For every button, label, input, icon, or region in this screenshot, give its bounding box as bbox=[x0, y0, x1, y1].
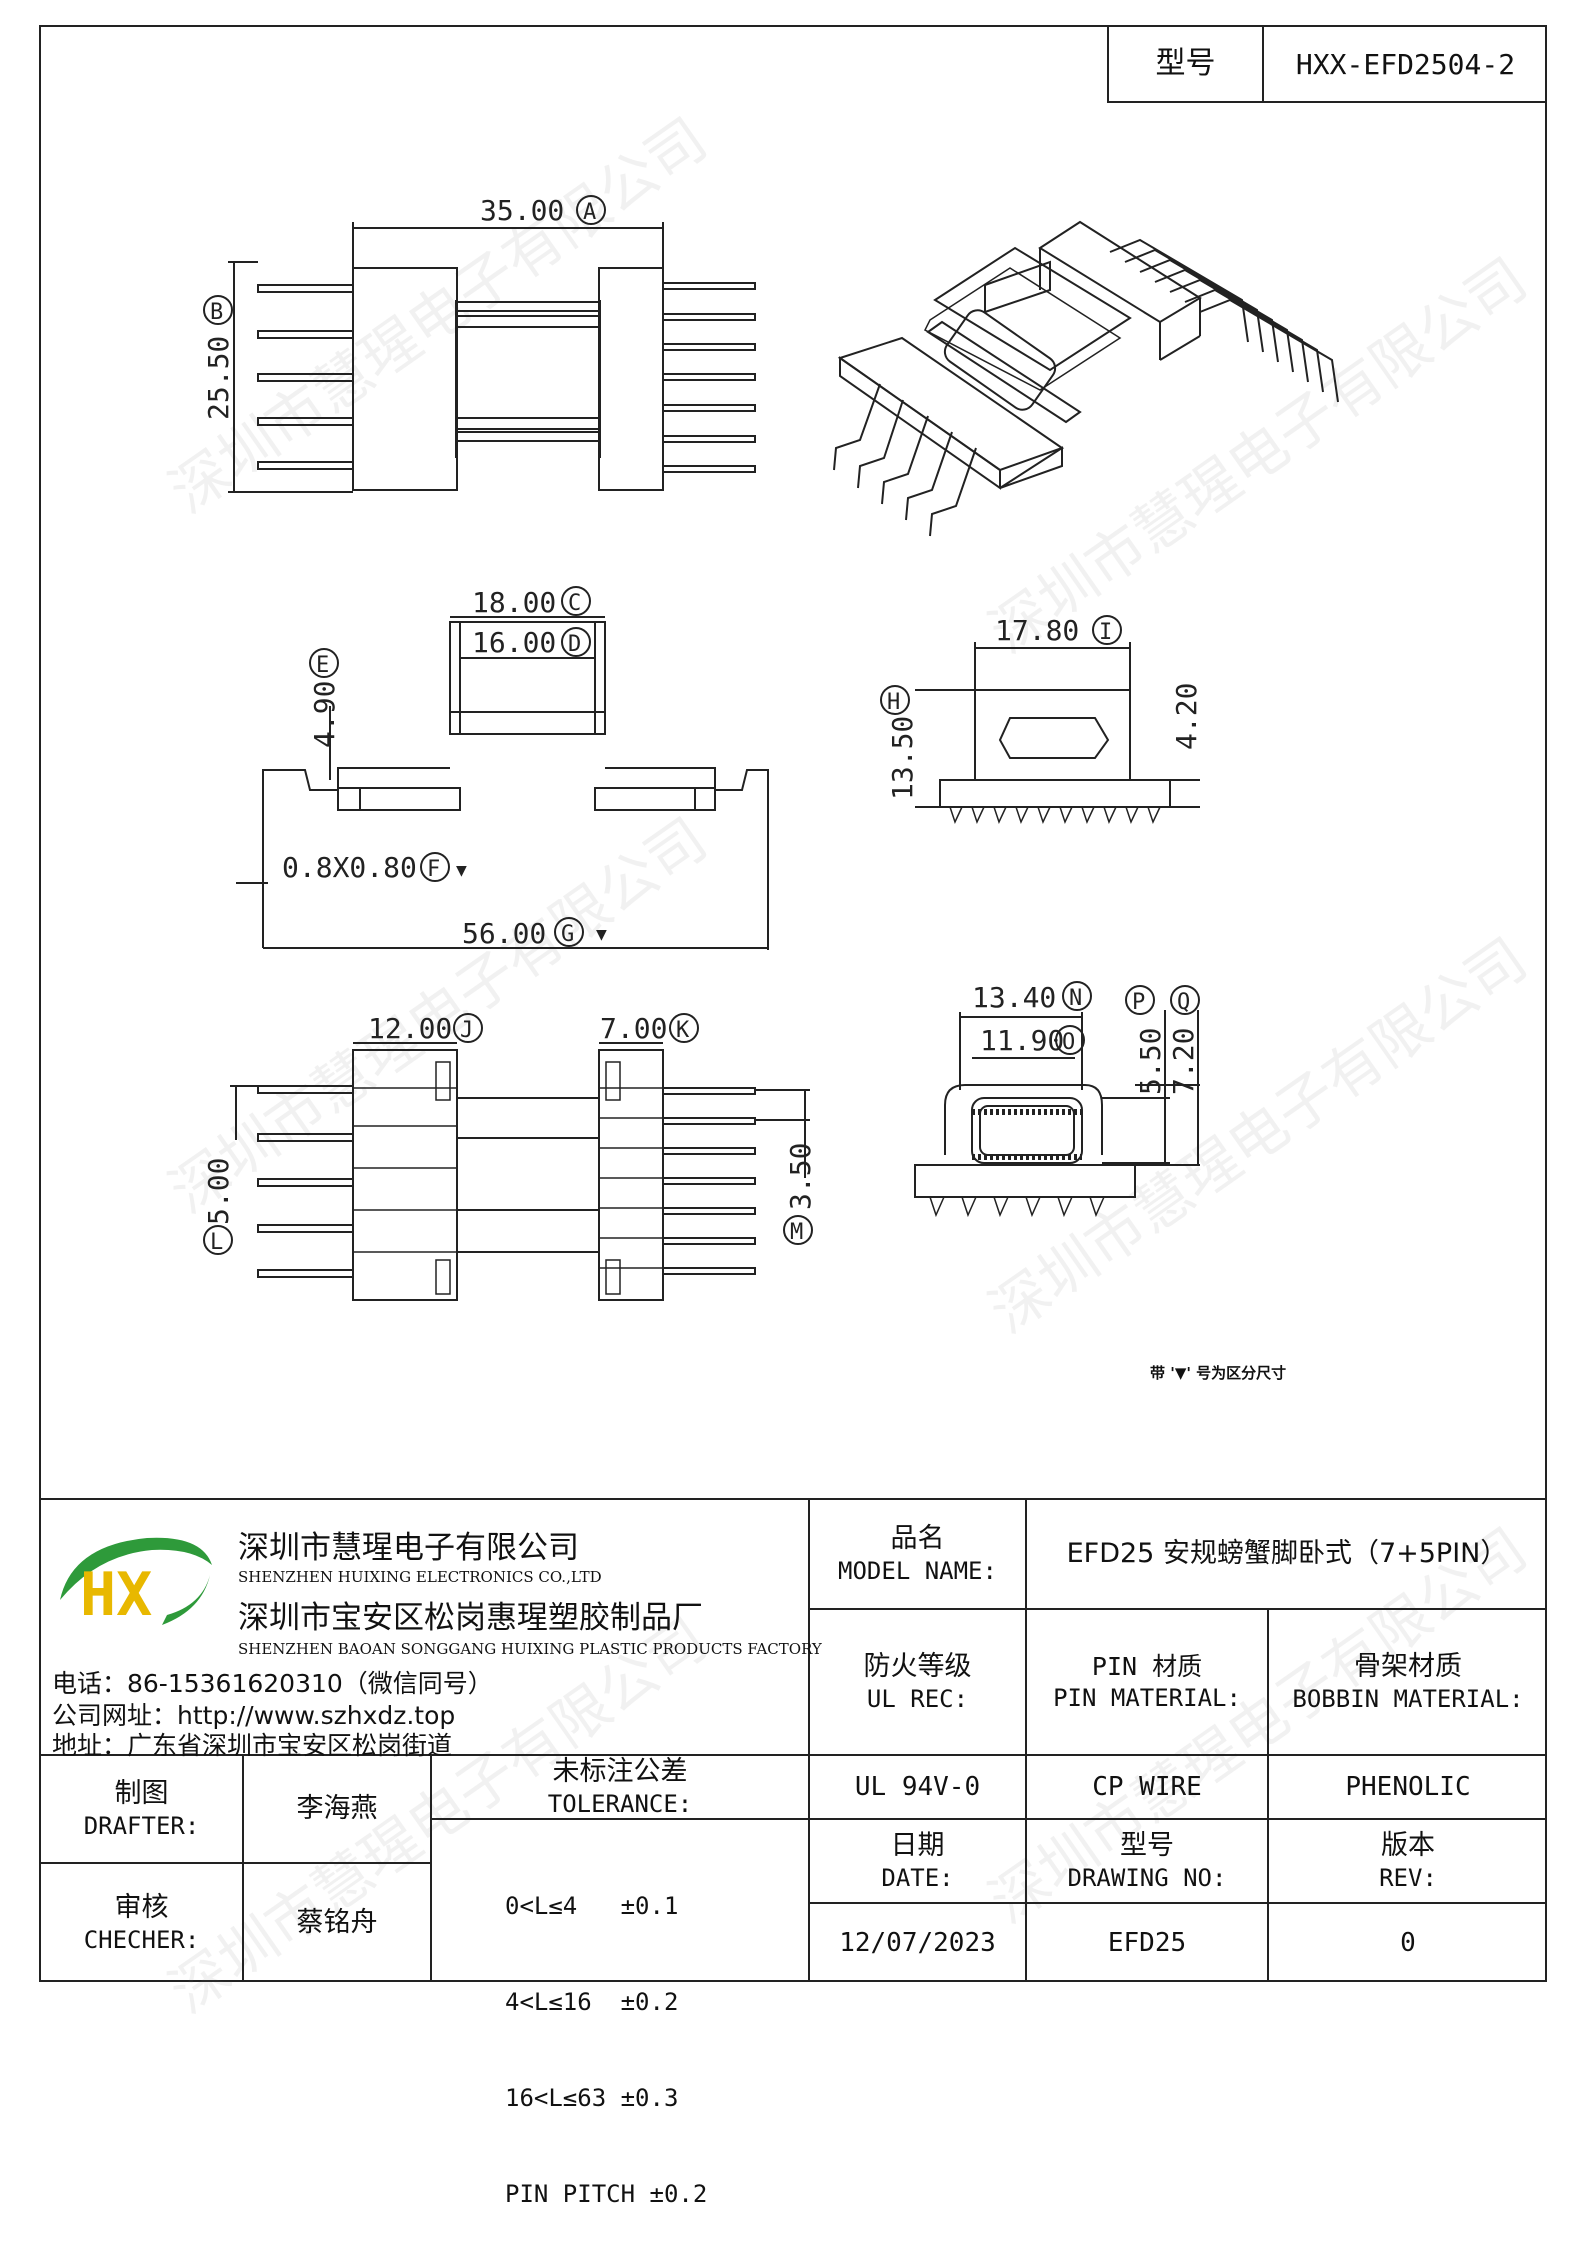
dim-P-tag: P bbox=[1132, 990, 1145, 1015]
model-name-value: EFD25 安规螃蟹脚卧式（7+5PIN） bbox=[1066, 1538, 1508, 1570]
company-phone: 电话：86-15361620310（微信同号） bbox=[52, 1669, 493, 1698]
model-number: HXX-EFD2504-2 bbox=[1295, 47, 1516, 81]
dim-O-value: 11.90 bbox=[980, 1024, 1064, 1057]
dim-L-value: 5.00 bbox=[202, 1158, 235, 1225]
dim-B-value: 25.50 bbox=[202, 336, 235, 420]
model-label: 型号 bbox=[1155, 46, 1216, 82]
logo-letters: HX bbox=[80, 1560, 152, 1630]
company-name-cn: 深圳市慧瑆电子有限公司 bbox=[238, 1530, 579, 1566]
dim-h2-value: 4.20 bbox=[1170, 683, 1203, 750]
isometric-view bbox=[833, 220, 1339, 537]
bottom-view bbox=[230, 1042, 810, 1301]
pin-material-value: CP WIRE bbox=[1092, 1771, 1202, 1802]
checker-name: 蔡铭舟 bbox=[296, 1907, 378, 1939]
dim-D-tag: D bbox=[568, 632, 581, 657]
dim-P-value: 5.50 bbox=[1134, 1028, 1167, 1095]
dim-C-tag: C bbox=[568, 591, 581, 616]
dim-I-value: 17.80 bbox=[995, 614, 1079, 647]
dim-C-value: 18.00 bbox=[472, 586, 556, 619]
tolerance-label: 未标注公差 TOLERANCE: bbox=[547, 1756, 693, 1818]
tolerance-line: 0<L≤4 ±0.1 bbox=[505, 1892, 679, 1920]
dim-B-tag: B bbox=[210, 300, 223, 325]
company-logo: HX bbox=[52, 1520, 214, 1630]
dim-G-marker: ▼ bbox=[596, 924, 607, 945]
dim-F-tag: F bbox=[427, 857, 440, 882]
technical-drawing: 35.00 A B 25.50 18.00 C 16.00 D E 4.90 0… bbox=[202, 194, 1339, 1301]
ul-rec-value: UL 94V-0 bbox=[854, 1771, 981, 1802]
model-name-label: 品名 MODEL NAME: bbox=[838, 1523, 997, 1585]
dim-L-tag: L bbox=[210, 1230, 223, 1255]
dim-G-value: 56.00 bbox=[462, 917, 546, 950]
dim-K-tag: K bbox=[676, 1018, 690, 1043]
dim-F-marker: ▼ bbox=[456, 860, 467, 881]
dim-D-value: 16.00 bbox=[472, 626, 556, 659]
dim-H-tag: H bbox=[887, 690, 900, 715]
dim-A-tag: A bbox=[583, 200, 596, 225]
company-address: 地址：广东省深圳市宝安区松岗街道 bbox=[52, 1731, 453, 1760]
date-value: 12/07/2023 bbox=[839, 1927, 996, 1958]
drawing-frame bbox=[39, 25, 1547, 1982]
dim-J-value: 12.00 bbox=[368, 1012, 452, 1045]
drawing-no-value: EFD25 bbox=[1107, 1927, 1187, 1958]
dim-F-value: 0.8X0.80 bbox=[282, 851, 417, 884]
factory-name-en: SHENZHEN BAOAN SONGGANG HUIXING PLASTIC … bbox=[238, 1640, 822, 1658]
checker-label: 审核 CHECHER: bbox=[83, 1892, 200, 1954]
dim-O-tag: O bbox=[1062, 1030, 1075, 1055]
date-label: 日期 DATE: bbox=[881, 1830, 954, 1892]
drafter-name: 李海燕 bbox=[296, 1793, 378, 1825]
pin-material-label: PIN 材质 PIN MATERIAL: bbox=[1053, 1652, 1241, 1712]
dim-Q-value: 7.20 bbox=[1167, 1028, 1200, 1095]
ul-rec-label: 防火等级 UL REC: bbox=[863, 1651, 972, 1713]
dim-E-tag: E bbox=[316, 653, 329, 678]
tolerance-line: PIN PITCH ±0.2 bbox=[505, 2180, 708, 2208]
rev-label: 版本 REV: bbox=[1379, 1830, 1437, 1892]
dim-K-value: 7.00 bbox=[600, 1012, 667, 1045]
drafter-label: 制图 DRAFTER: bbox=[83, 1778, 200, 1840]
rev-value: 0 bbox=[1400, 1927, 1416, 1958]
bobbin-material-label: 骨架材质 BOBBIN MATERIAL: bbox=[1292, 1651, 1524, 1713]
dim-A-value: 35.00 bbox=[480, 194, 564, 227]
tolerance-line: 4<L≤16 ±0.2 bbox=[505, 1988, 679, 2016]
tolerance-line: 16<L≤63 ±0.3 bbox=[505, 2084, 679, 2112]
dim-J-tag: J bbox=[460, 1018, 473, 1043]
drawing-no-label: 型号 DRAWING NO: bbox=[1067, 1830, 1227, 1892]
model-header-box bbox=[1107, 25, 1547, 103]
side-view bbox=[915, 642, 1200, 825]
company-website: 公司网址：http://www.szhxdz.top bbox=[52, 1701, 456, 1730]
dim-M-tag: M bbox=[790, 1220, 803, 1245]
bobbin-material-value: PHENOLIC bbox=[1345, 1771, 1471, 1802]
top-view bbox=[228, 222, 756, 493]
section-view bbox=[914, 1010, 1200, 1218]
marker-note: 带 '▼' 号为区分尺寸 bbox=[1150, 1364, 1287, 1382]
dim-N-tag: N bbox=[1069, 986, 1082, 1011]
dim-Q-tag: Q bbox=[1177, 990, 1190, 1015]
company-name-en: SHENZHEN HUIXING ELECTRONICS CO.,LTD bbox=[238, 1568, 602, 1586]
dim-G-tag: G bbox=[561, 922, 574, 947]
dim-M-value: 3.50 bbox=[784, 1143, 817, 1210]
dim-N-value: 13.40 bbox=[972, 981, 1056, 1014]
tolerance-list: 0<L≤4 ±0.1 4<L≤16 ±0.2 16<L≤63 ±0.3 PIN … bbox=[505, 1826, 805, 2242]
dim-H-value: 13.50 bbox=[886, 716, 919, 800]
dim-E-value: 4.90 bbox=[308, 681, 341, 748]
front-view bbox=[236, 616, 769, 950]
dim-I-tag: I bbox=[1099, 620, 1112, 645]
factory-name-cn: 深圳市宝安区松岗惠瑆塑胶制品厂 bbox=[238, 1600, 703, 1636]
